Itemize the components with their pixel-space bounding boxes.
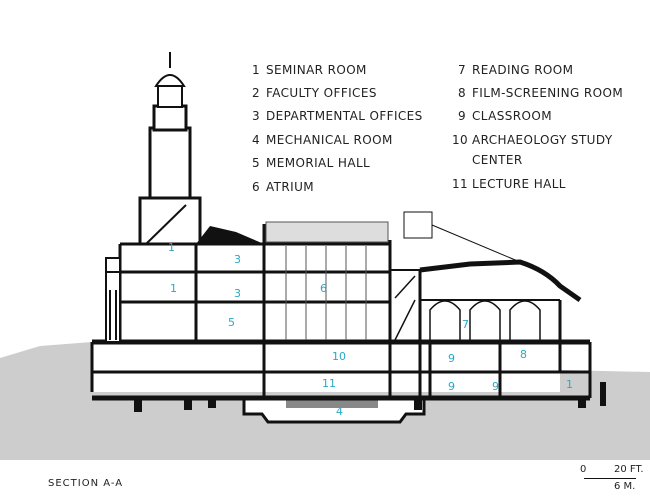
scale-zero-label: 0: [580, 464, 587, 475]
tower: [138, 52, 202, 246]
legend-number: 3: [251, 109, 260, 123]
legend: 1 SEMINAR ROOM 2 FACULTY OFFICES 3 DEPARTME…: [0, 0, 650, 220]
room-label: 1: [170, 282, 177, 295]
room-label: 5: [228, 316, 235, 329]
legend-label: ARCHAEOLOGY STUDY: [472, 133, 613, 147]
ground-mass-right: [92, 392, 650, 460]
room-label: 8: [520, 348, 527, 361]
scale-line: [584, 478, 636, 479]
legend-label: READING ROOM: [472, 63, 574, 77]
legend-number: 4: [251, 133, 260, 147]
room-label: 7: [462, 318, 469, 331]
legend-number: 1: [251, 63, 260, 77]
mechanical-equipment: [286, 398, 378, 408]
room-label: 10: [332, 350, 346, 363]
room-label: 9: [492, 380, 499, 393]
room-label: 11: [322, 377, 336, 390]
room-label: 1: [566, 378, 573, 391]
legend-label: MECHANICAL ROOM: [266, 133, 393, 147]
ground-right-slope: [560, 370, 650, 392]
room-label: 6: [320, 282, 327, 295]
legend-label: FACULTY OFFICES: [266, 86, 377, 100]
right-wing: [403, 211, 582, 340]
room-label: 9: [448, 352, 455, 365]
scale-feet-label: 20 FT.: [614, 464, 644, 475]
scale-meters-label: 6 M.: [614, 481, 636, 492]
stair: [394, 275, 416, 341]
ground-mass: [0, 342, 92, 460]
portico: [105, 257, 121, 343]
legend-label: SEMINAR ROOM: [266, 63, 367, 77]
legend-label: ATRIUM: [266, 180, 315, 194]
legend-label: LECTURE HALL: [472, 177, 566, 191]
legend-label: FILM-SCREENING ROOM: [472, 86, 624, 100]
floors: [92, 242, 590, 401]
foundations: [134, 382, 606, 412]
room-label: 3: [234, 253, 241, 266]
legend-label: MEMORIAL HALL: [266, 156, 371, 170]
section-caption: SECTION A-A: [48, 478, 124, 489]
scale-bar: 0 20 FT. 6 M.: [580, 464, 646, 496]
legend-number: 10: [452, 133, 469, 147]
legend-number: 5: [251, 156, 260, 170]
left-roof: [196, 226, 264, 244]
legend-label: CLASSROOM: [472, 109, 552, 123]
room-label: 1: [168, 241, 175, 254]
atrium-glazing: [265, 221, 389, 340]
legend-number: 2: [251, 86, 260, 100]
legend-number: 8: [457, 86, 466, 100]
room-label: 4: [336, 405, 343, 418]
room-label: 9: [448, 380, 455, 393]
legend-number: 11: [452, 177, 469, 191]
legend-number: 9: [457, 109, 466, 123]
legend-label-continued: CENTER: [472, 153, 523, 167]
legend-number: 7: [457, 63, 466, 77]
legend-label: DEPARTMENTAL OFFICES: [266, 109, 423, 123]
room-label: 3: [234, 287, 241, 300]
legend-number: 6: [251, 180, 260, 194]
room-labels: 1 3 1 3 5 6 10 11 4 7 9 8 9 9 1: [168, 241, 573, 418]
